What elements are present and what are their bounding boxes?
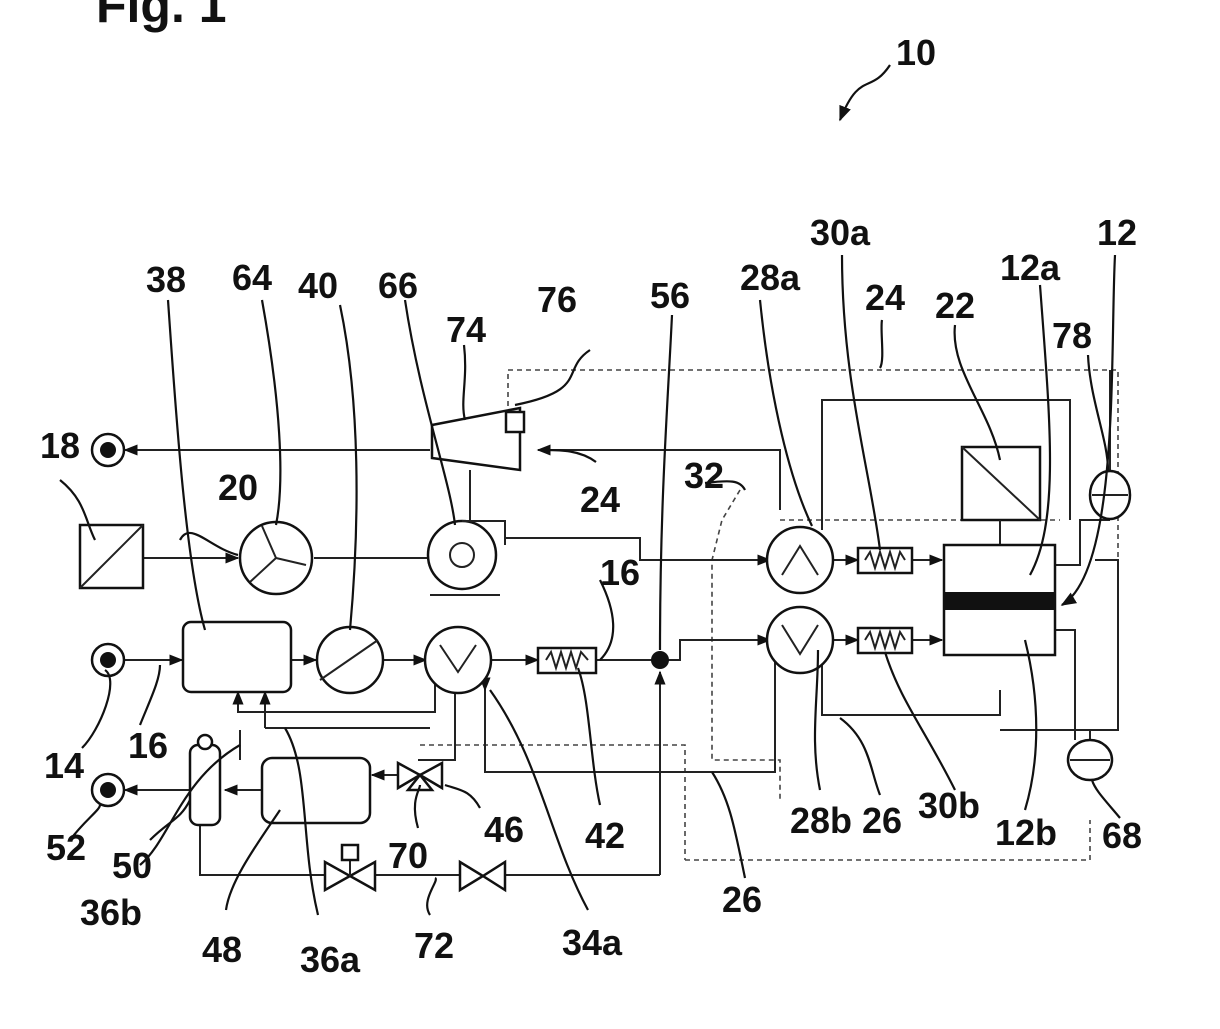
label-74: 74 [446,309,486,350]
label-32: 32 [684,455,724,496]
label-26-bottom: 26 [722,879,762,920]
heat-exchanger-28b [767,607,833,673]
label-70: 70 [388,835,428,876]
label-24-top: 24 [865,277,905,318]
label-22: 22 [935,285,975,326]
label-28b: 28b [790,800,852,841]
label-10: 10 [896,32,936,73]
label-56: 56 [650,275,690,316]
label-66: 66 [378,265,418,306]
heater-42 [538,648,596,673]
label-12b: 12b [995,812,1057,853]
label-42: 42 [585,815,625,856]
humidifier-22 [962,447,1040,545]
label-30b: 30b [918,785,980,826]
label-36a: 36a [300,939,361,980]
port-outlet [92,434,124,466]
port-14 [92,644,124,676]
label-48: 48 [202,929,242,970]
label-12: 12 [1097,212,1137,253]
figure-title: Fig. 1 [96,0,227,33]
label-68: 68 [1102,815,1142,856]
label-52: 52 [46,827,86,868]
label-76: 76 [537,279,577,320]
label-40: 40 [298,265,338,306]
label-38: 38 [146,259,186,300]
label-46: 46 [484,809,524,850]
heater-30b [858,628,912,653]
fuel-cell-12 [944,545,1055,655]
heat-exchanger-28a [767,527,833,593]
port-52 [92,774,124,806]
junction-56 [651,651,669,669]
label-14: 14 [44,745,84,786]
fan-20 [240,522,312,594]
label-20: 20 [218,467,258,508]
air-filter-18 [80,525,143,588]
label-28a: 28a [740,257,801,298]
sensor-78 [1090,471,1130,519]
tank-50 [190,735,220,825]
compressor-66 [428,470,505,595]
check-valve [460,862,505,890]
label-36b: 36b [80,892,142,933]
label-16-left: 16 [128,725,168,766]
pump-40 [317,627,383,693]
label-30a: 30a [810,212,871,253]
label-16-right: 16 [600,552,640,593]
component-38 [183,622,291,692]
sensor-68 [1068,740,1112,780]
heater-30a [858,548,912,573]
label-64: 64 [232,257,272,298]
label-50: 50 [112,845,152,886]
label-26-right: 26 [862,800,902,841]
label-18: 18 [40,425,80,466]
label-12a: 12a [1000,247,1061,288]
label-78: 78 [1052,315,1092,356]
solenoid-valve [325,845,375,890]
turbine-74 [432,408,524,470]
label-34a: 34a [562,922,623,963]
label-72: 72 [414,925,454,966]
heat-exchanger-34a [425,627,491,693]
label-24-mid: 24 [580,479,620,520]
